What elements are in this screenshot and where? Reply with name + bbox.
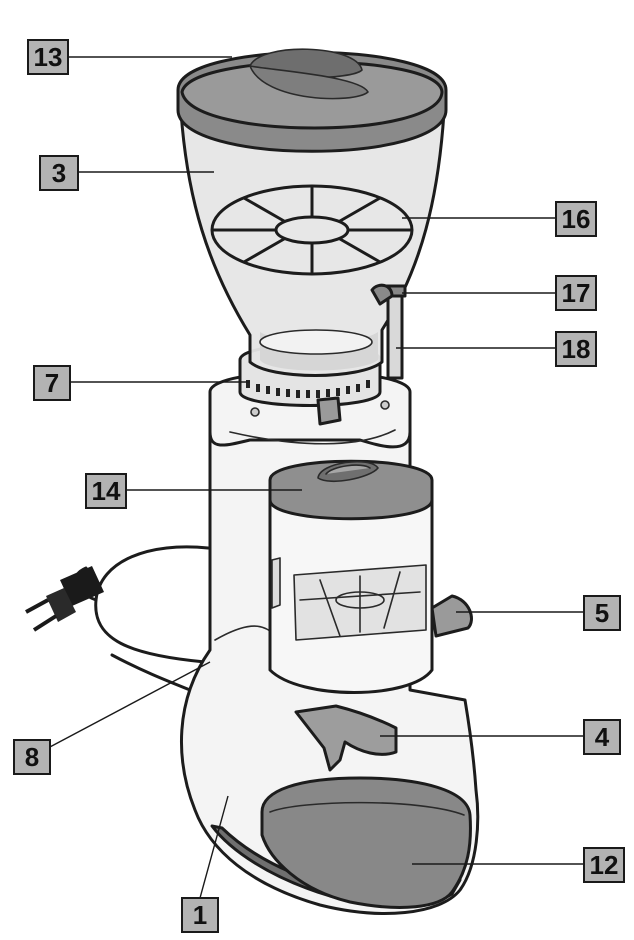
callout-16: 16 — [555, 201, 597, 237]
callout-1: 1 — [181, 897, 219, 933]
power-plug-icon — [25, 566, 104, 632]
leader-8 — [47, 661, 211, 749]
hopper-safety-grid — [210, 184, 414, 276]
hopper-tube — [370, 283, 407, 380]
power-cord — [73, 545, 210, 692]
bean-hopper — [178, 93, 447, 377]
callout-12: 12 — [583, 847, 625, 883]
callout-1-label: 1 — [193, 900, 207, 930]
callout-14-label: 14 — [92, 476, 121, 506]
callout-8: 8 — [13, 739, 51, 775]
callout-17: 17 — [555, 275, 597, 311]
callout-5: 5 — [583, 595, 621, 631]
lid-handle — [249, 48, 369, 100]
doser-lid — [268, 459, 434, 521]
drip-tray — [260, 776, 472, 909]
portafilter-fork — [294, 704, 398, 772]
callout-8-label: 8 — [25, 742, 39, 772]
callout-16-label: 16 — [562, 204, 591, 234]
callout-7: 7 — [33, 365, 71, 401]
callout-4-label: 4 — [595, 722, 610, 752]
callout-14: 14 — [85, 473, 127, 509]
callout-18-label: 18 — [562, 334, 591, 364]
callout-3: 3 — [39, 155, 79, 191]
hopper-lid — [176, 48, 448, 153]
callout-leader-lines — [47, 56, 584, 899]
callout-18: 18 — [555, 331, 597, 367]
grind-scale-markings — [246, 380, 370, 398]
callout-7-label: 7 — [45, 368, 59, 398]
callout-17-label: 17 — [562, 278, 591, 308]
dosing-lever — [430, 594, 473, 638]
callout-5-label: 5 — [595, 598, 609, 628]
leader-1 — [199, 795, 229, 899]
callout-12-label: 12 — [590, 850, 619, 880]
callout-13-label: 13 — [34, 42, 63, 72]
callout-4: 4 — [583, 719, 621, 755]
callout-13: 13 — [27, 39, 69, 75]
callout-3-label: 3 — [52, 158, 66, 188]
doser-chamber — [268, 483, 434, 694]
